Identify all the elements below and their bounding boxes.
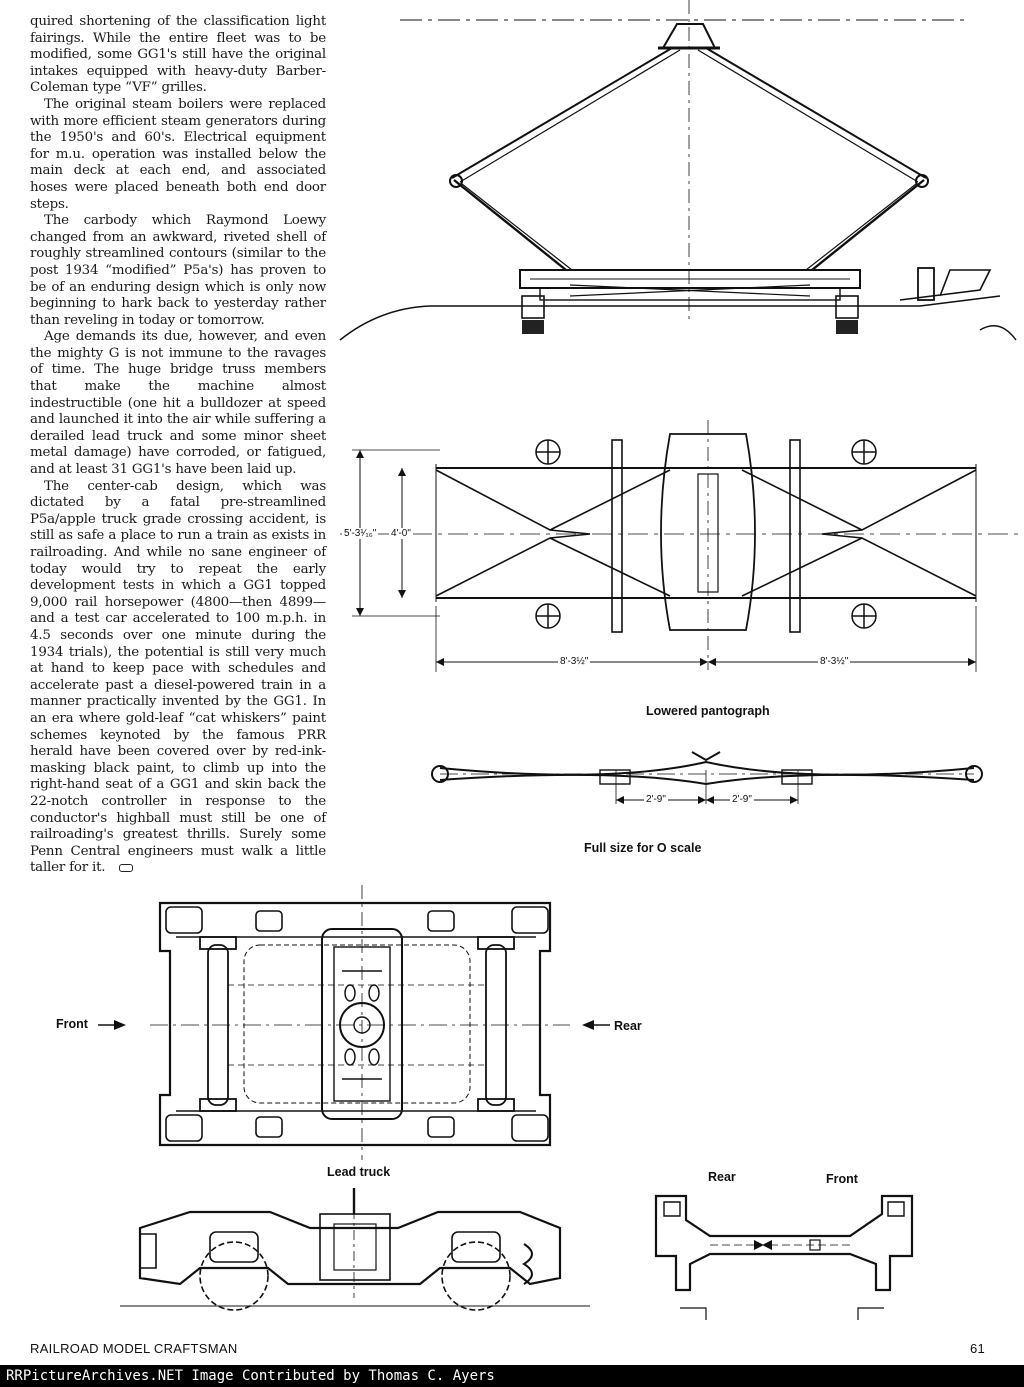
lowered-span-right-dimension: 2'-9" [730,794,754,805]
side-frame-rear-label: Rear [708,1170,736,1184]
article-text-column: quired shortening of the classification … [30,14,326,877]
raised-pantograph-drawing [339,0,1017,341]
truck-rear-label: Rear [614,1019,642,1033]
scale-note: Full size for O scale [584,841,702,855]
lead-truck-plan-drawing [150,885,570,1160]
image-credit-text: RRPictureArchives.NET Image Contributed … [6,1368,495,1384]
article-paragraph: Age demands its due, however, and even t… [30,329,326,478]
image-credit-bar: RRPictureArchives.NET Image Contributed … [0,1365,1024,1387]
lowered-pantograph-title: Lowered pantograph [646,704,770,718]
end-of-article-icon [119,863,134,872]
pantograph-height-outer-dimension: 5'-3¹⁄₁₆" [342,528,379,539]
truck-rear-arrow-icon [582,1020,610,1030]
pantograph-height-inner-dimension: 4'-0" [389,528,413,539]
truck-front-label: Front [56,1017,88,1031]
article-paragraph: quired shortening of the classification … [30,14,326,96]
publication-name: RAILROAD MODEL CRAFTSMAN [30,1341,238,1356]
side-frame-drawing [654,1194,914,1320]
lead-truck-title: Lead truck [327,1165,391,1179]
side-frame-front-label: Front [826,1172,858,1186]
pantograph-plan-drawing [340,420,1024,672]
pantograph-span-left-dimension: 8'-3½" [558,656,591,667]
article-paragraph-text: The center-cab design, which was dictate… [30,478,326,876]
lead-truck-side-drawing [120,1188,590,1311]
lowered-span-left-dimension: 2'-9" [644,794,668,805]
lowered-pantograph-drawing [431,751,983,804]
article-paragraph: The center-cab design, which was dictate… [30,479,326,877]
page-number: 61 [970,1341,986,1356]
truck-front-arrow-icon [98,1020,126,1030]
article-paragraph: The carbody which Raymond Loewy changed … [30,213,326,328]
pantograph-span-right-dimension: 8'-3½" [818,656,851,667]
article-paragraph: The original steam boilers were replaced… [30,96,326,212]
